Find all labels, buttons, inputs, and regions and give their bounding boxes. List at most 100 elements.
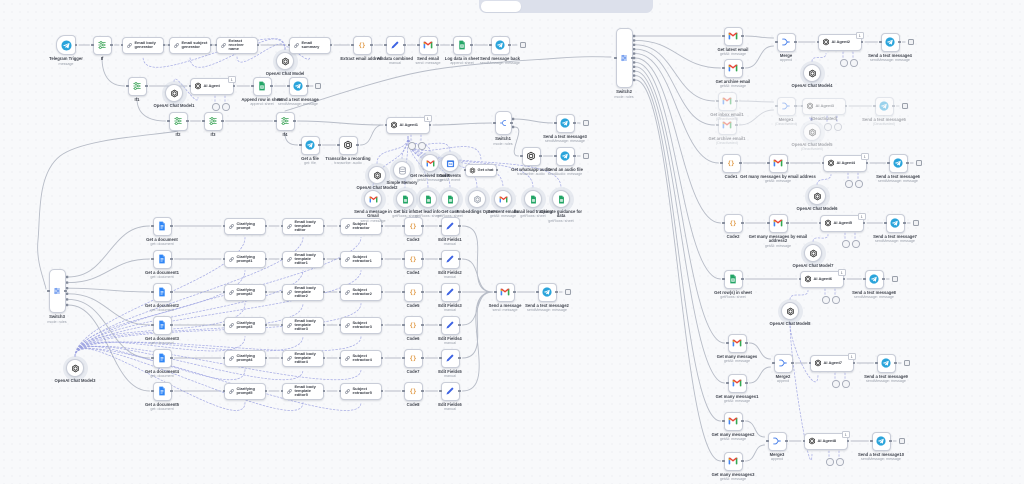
node-get-archive-email[interactable] <box>722 58 744 78</box>
node-get-inbox-email1[interactable] <box>716 91 738 111</box>
agent-port-circle[interactable] <box>824 123 832 131</box>
node-if4[interactable] <box>274 111 296 131</box>
node-switch3[interactable] <box>47 269 67 313</box>
node-send-a-text-message3[interactable] <box>554 113 576 133</box>
canvas-overlay-tab[interactable] <box>481 1 521 12</box>
node-openai-chat-model4-circle[interactable] <box>802 63 822 83</box>
node-edit-fields5[interactable] <box>439 348 461 368</box>
node-subject-extractor5[interactable]: Subject extractor5 <box>338 382 384 400</box>
node-email-lead-tracking[interactable] <box>520 186 546 212</box>
node-openai-chat-model2[interactable] <box>364 162 390 188</box>
node-openai-chat-model2-circle[interactable] <box>367 165 387 185</box>
node-code2[interactable]: {} <box>722 213 744 233</box>
node-get-lead-info[interactable] <box>415 186 441 212</box>
node-send-a-text-message8[interactable] <box>863 269 885 289</box>
node-switch1[interactable] <box>493 111 513 135</box>
node-email-lead-tracking-circle[interactable] <box>523 189 543 209</box>
node-subject-extractor1[interactable]: Subject extractor1 <box>338 250 384 268</box>
node-get-chat[interactable]: Get chat <box>463 163 499 177</box>
node-send-message-back[interactable] <box>489 35 511 55</box>
node-clarifying-prompt[interactable]: Clarifying prompt <box>222 217 268 235</box>
node-get-received-emails-circle[interactable] <box>420 153 440 173</box>
node-if1[interactable] <box>126 76 148 96</box>
node-get-a-document5[interactable] <box>151 381 173 401</box>
node-edit-fields1[interactable] <box>439 216 461 236</box>
node-send-a-message[interactable] <box>494 282 516 302</box>
agent-port-circle[interactable] <box>855 180 863 188</box>
node-openai-chat-model8-circle[interactable] <box>780 301 800 321</box>
node-operate-guidance-for-data[interactable] <box>548 186 574 212</box>
node-extract-receiver-name[interactable]: Extract receiver name <box>214 36 260 54</box>
node-extract-email-address[interactable]: {} <box>351 35 373 55</box>
node-embeddings-openai-circle[interactable] <box>467 189 487 209</box>
node-transcribe-a-recording[interactable] <box>337 135 359 155</box>
node-openai-chat-model3-circle[interactable] <box>65 358 85 378</box>
node-if2[interactable] <box>167 111 189 131</box>
node-send-a-text-message5[interactable] <box>873 96 895 116</box>
agent-port-circle[interactable] <box>418 142 426 150</box>
node-email-summary[interactable]: Email summary <box>287 36 333 54</box>
node-email-body-template-editor2[interactable]: Email body template editor2 <box>280 283 326 301</box>
node-code7[interactable]: {} <box>402 348 424 368</box>
node-get-a-document1[interactable] <box>151 249 173 269</box>
node-send-a-message-in-gmail[interactable] <box>360 186 386 212</box>
node-send-a-text-message2[interactable] <box>536 282 558 302</box>
node-edit-fields3[interactable] <box>439 282 461 302</box>
node-get-lead-info-circle[interactable] <box>418 189 438 209</box>
node-email-body-template-editor3[interactable]: Email body template editor3 <box>280 316 326 334</box>
node-openai-chat-model1[interactable] <box>161 80 187 106</box>
node-code8[interactable]: {} <box>402 381 424 401</box>
node-clarifying-prompt3[interactable]: Clarifying prompt3 <box>222 316 268 334</box>
node-switch2[interactable] <box>614 28 634 88</box>
node-openai-chat-model3[interactable] <box>62 355 88 381</box>
node-subject-extractor2[interactable]: Subject extractor2 <box>338 283 384 301</box>
node-simple-memory-circle[interactable] <box>392 160 412 180</box>
node-get-a-document2[interactable] <box>151 282 173 302</box>
agent-port-circle[interactable] <box>845 180 853 188</box>
node-if[interactable] <box>91 35 113 55</box>
node-openai-chat-model7-circle[interactable] <box>803 243 823 263</box>
node-get-a-document3[interactable] <box>151 315 173 335</box>
node-get-sent-emails-circle[interactable] <box>493 189 513 209</box>
agent-port-circle[interactable] <box>408 142 416 150</box>
node-openai-chat-model4[interactable] <box>799 60 825 86</box>
agent-port-circle[interactable] <box>836 458 844 466</box>
node-get-biz-info[interactable] <box>392 186 418 212</box>
node-merge2[interactable] <box>772 353 794 373</box>
agent-port-circle[interactable] <box>842 380 850 388</box>
node-simple-memory[interactable] <box>389 157 415 183</box>
agent-port-circle[interactable] <box>850 59 858 67</box>
agent-port-circle[interactable] <box>222 103 230 111</box>
node-openai-chat-model8[interactable] <box>777 298 803 324</box>
node-merge1[interactable] <box>775 96 797 116</box>
node-get-many-messages-by-email-address2[interactable] <box>767 213 789 233</box>
agent-port-circle[interactable] <box>834 123 842 131</box>
node-append-row-in-sheet[interactable] <box>251 76 273 96</box>
node-email-body-template-editor5[interactable]: Email body template editor5 <box>280 382 326 400</box>
node-edit-fields2[interactable] <box>439 249 461 269</box>
node-openai-chat-model[interactable] <box>272 48 298 74</box>
node-email-body-generator[interactable]: Email body generator <box>120 36 166 54</box>
node-code6[interactable]: {} <box>402 315 424 335</box>
node-code1[interactable]: {} <box>720 153 742 173</box>
node-get-events-circle[interactable]: 31 <box>440 153 460 173</box>
node-openai-chat-model7[interactable] <box>800 240 826 266</box>
node-send-an-audio-file[interactable] <box>554 146 576 166</box>
node-send-a-text-message9[interactable] <box>875 353 897 373</box>
agent-port-circle[interactable] <box>852 240 860 248</box>
node-openai-chat-model5[interactable] <box>799 119 825 145</box>
node-get-sent-emails[interactable] <box>490 186 516 212</box>
node-email-subject-generator[interactable]: Email subject generator <box>167 36 213 54</box>
node-get-received-emails[interactable] <box>417 150 443 176</box>
node-edit-fields6[interactable] <box>439 381 461 401</box>
node-get-archive-email1[interactable] <box>716 115 738 135</box>
canvas-overlay-bar[interactable] <box>479 0 653 13</box>
node-edit-fields4[interactable] <box>439 315 461 335</box>
agent-port-circle[interactable] <box>840 59 848 67</box>
node-get-a-document4[interactable] <box>151 348 173 368</box>
